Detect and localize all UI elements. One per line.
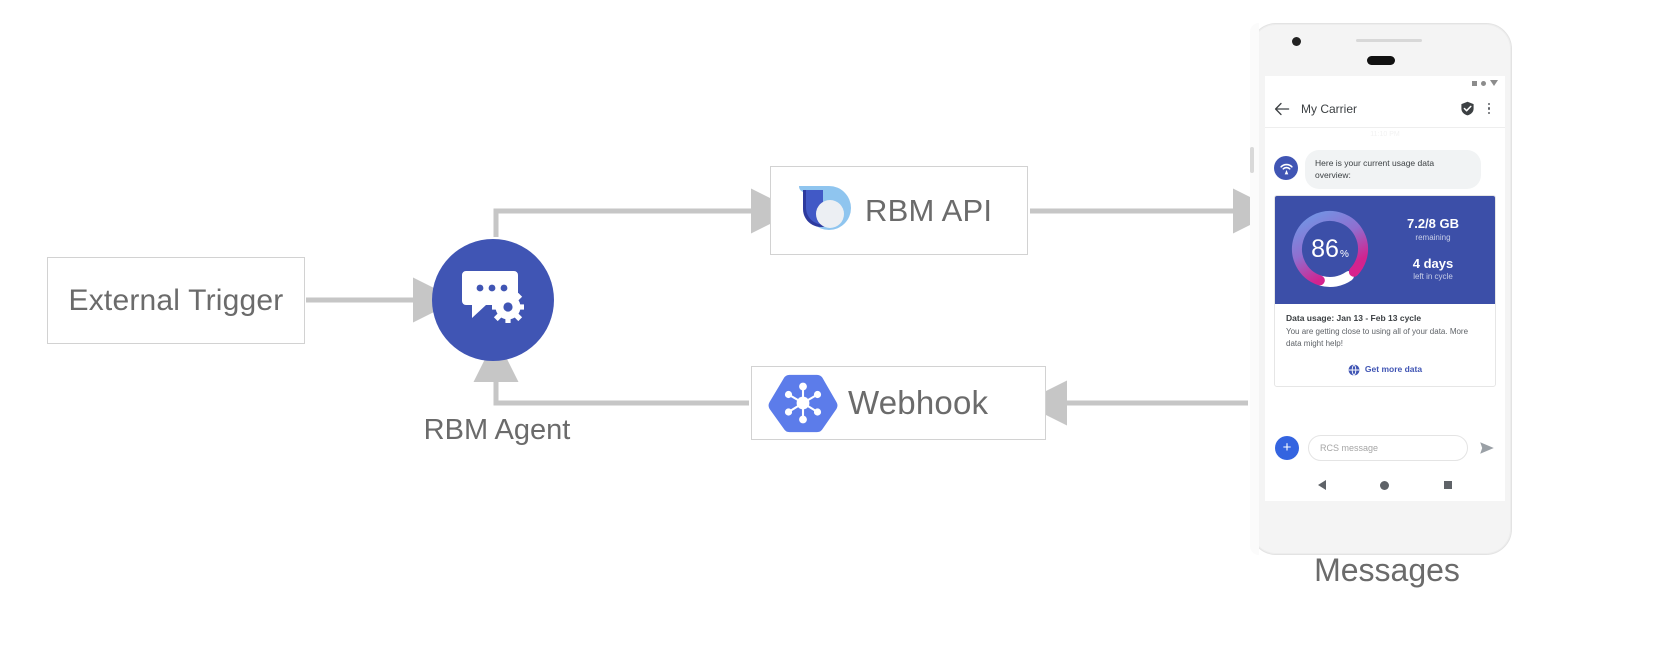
overflow-menu-icon[interactable] <box>1482 102 1496 115</box>
phone-screen: My Carrier 11:10 PM <box>1265 76 1505 501</box>
plus-icon[interactable]: + <box>1275 436 1299 460</box>
rcs-agent-antenna-icon <box>1274 156 1298 180</box>
hero-stats: 7.2/8 GB remaining 4 days left in cycle <box>1383 216 1483 281</box>
android-nav-bar <box>1265 469 1505 501</box>
verified-shield-icon[interactable] <box>1460 101 1475 116</box>
rich-card-title: Data usage: Jan 13 - Feb 13 cycle <box>1286 312 1422 323</box>
nav-back-icon[interactable] <box>1318 480 1327 490</box>
rich-card-hero: 86 % 7.2/8 GB remaining 4 days left in c… <box>1275 195 1495 304</box>
data-remaining-value: 7.2/8 GB <box>1406 216 1460 232</box>
speaker-grille <box>1356 39 1422 42</box>
rcs-message-input[interactable]: RCS message <box>1308 435 1468 461</box>
back-arrow-icon[interactable] <box>1274 101 1290 117</box>
node-rbm-agent[interactable] <box>432 239 554 361</box>
data-remaining-caption: remaining <box>1415 232 1451 242</box>
gauge-value: 86 <box>1311 234 1339 263</box>
webhook-hexagon-icon <box>768 372 838 434</box>
message-timestamp: 11:10 PM <box>1370 131 1400 138</box>
gauge-value-group: 86 % <box>1287 206 1373 292</box>
rich-card-body: Data usage: Jan 13 - Feb 13 cycle You ar… <box>1275 304 1495 355</box>
incoming-message-row: Here is your current usage data overview… <box>1274 150 1496 189</box>
status-bar <box>1265 76 1505 90</box>
arrow-webhook-to-agent <box>473 337 749 406</box>
node-webhook[interactable]: Webhook <box>751 366 1046 440</box>
globe-icon <box>1348 363 1360 377</box>
data-usage-gauge: 86 % <box>1287 206 1373 292</box>
conversation-thread: Here is your current usage data overview… <box>1265 138 1505 388</box>
days-left-caption: left in cycle <box>1413 272 1453 282</box>
incoming-message-bubble: Here is your current usage data overview… <box>1305 150 1481 189</box>
triangle-down-icon <box>1490 80 1498 86</box>
phone-left-edge <box>1250 23 1259 555</box>
get-more-data-button[interactable]: Get more data <box>1275 354 1495 386</box>
gauge-unit: % <box>1339 248 1349 260</box>
node-rbm-agent-label: RBM Agent <box>423 414 571 446</box>
phone-side-button[interactable] <box>1250 147 1254 173</box>
chat-gear-icon <box>460 267 526 334</box>
node-rbm-api[interactable]: RBM API <box>770 166 1028 255</box>
square-icon <box>1472 80 1477 86</box>
send-icon[interactable] <box>1479 440 1495 456</box>
rbm-api-teardrop-icon <box>789 180 851 242</box>
get-more-data-label: Get more data <box>1364 364 1423 375</box>
node-rbm-api-label: RBM API <box>865 192 993 228</box>
arrow-agent-to-rbm-api <box>493 188 796 237</box>
message-composer: + RCS message <box>1265 427 1505 469</box>
nav-home-icon[interactable] <box>1380 480 1390 490</box>
nav-recents-icon[interactable] <box>1443 481 1452 489</box>
node-webhook-label: Webhook <box>848 384 989 421</box>
days-left-value: 4 days <box>1412 255 1454 271</box>
rich-card[interactable]: 86 % 7.2/8 GB remaining 4 days left in c… <box>1274 194 1496 388</box>
rich-card-description: You are getting close to using all of yo… <box>1286 326 1469 349</box>
circle-icon <box>1481 80 1486 86</box>
app-bar: My Carrier <box>1265 90 1505 128</box>
node-messages-label: Messages <box>1314 552 1460 588</box>
earpiece <box>1367 56 1395 65</box>
node-external-trigger[interactable]: External Trigger <box>47 257 305 344</box>
front-camera-icon <box>1292 37 1301 46</box>
app-bar-title: My Carrier <box>1301 101 1357 116</box>
phone-mockup: My Carrier 11:10 PM <box>1250 23 1512 555</box>
node-external-trigger-label: External Trigger <box>68 283 284 317</box>
